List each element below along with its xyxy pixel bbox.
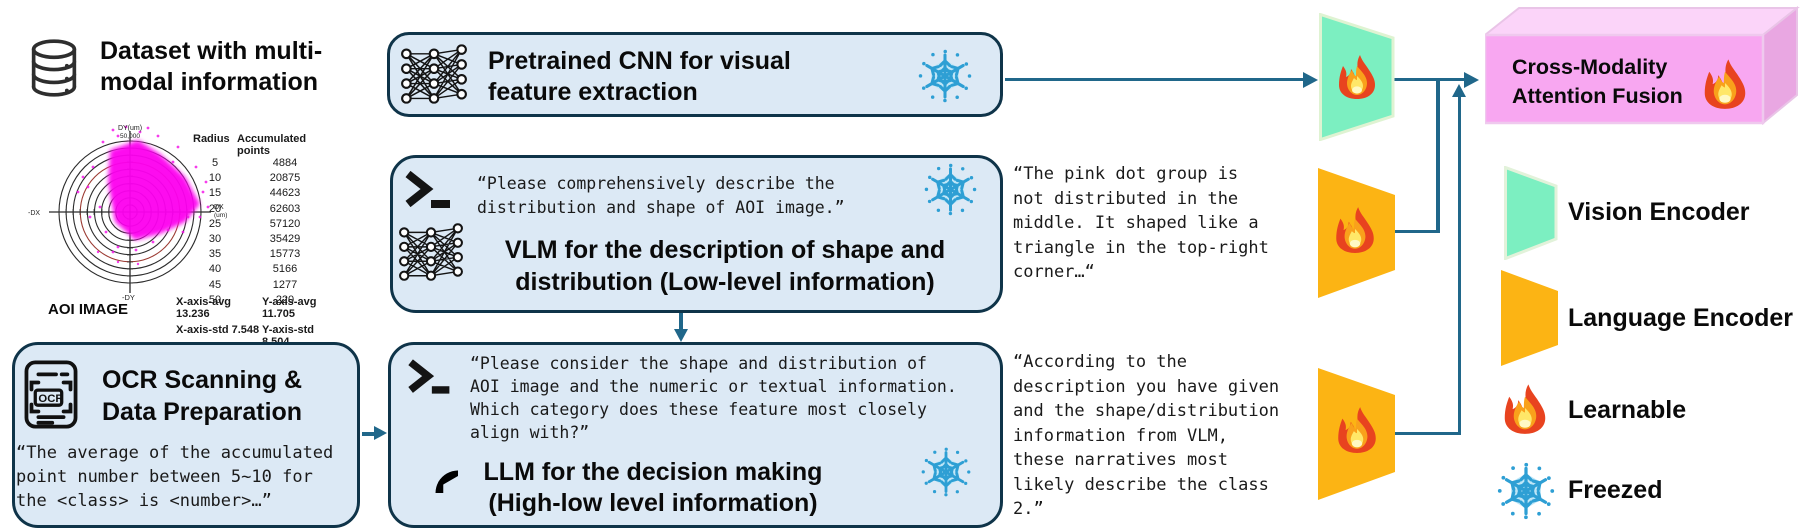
- llm-output-text: “According to the description you have g…: [1013, 352, 1280, 519]
- database-icon: [28, 38, 80, 98]
- arrow-vlm-to-llm: [679, 313, 683, 331]
- vlm-prompt-text: “Please comprehensively describe the dis…: [477, 174, 845, 217]
- dataset-title: Dataset with multi- modal information: [100, 37, 323, 96]
- ocr-box: [12, 342, 360, 528]
- legend-vision-encoder-shape: [1504, 166, 1558, 260]
- ocr-box-quote: “The average of the accumulated point nu…: [16, 443, 334, 511]
- aoi-scatter-dots: [76, 125, 210, 266]
- terminal-prompt-icon: [403, 168, 455, 212]
- aoi-axis-bottom-label: -DY: [122, 293, 135, 302]
- vlm-output-text: “The pink dot group is not distributed i…: [1013, 164, 1269, 282]
- aoi-scatter-plot: DY(um) 50,000 DX (um) -DX -DY: [28, 125, 227, 302]
- vlm-box: [390, 155, 1003, 313]
- arrowhead: [1464, 71, 1479, 88]
- arrowhead-down: [674, 329, 688, 342]
- neural-network-icon: [400, 43, 468, 105]
- legend-label-language-encoder: Language Encoder: [1568, 304, 1794, 332]
- cnn-box-title: Pretrained CNN for visual feature extrac…: [488, 47, 791, 106]
- vlm-box-title: VLM for the description of shape and dis…: [504, 236, 946, 296]
- fire-icon: [1698, 56, 1752, 110]
- legend-label-learnable: Learnable: [1568, 396, 1687, 424]
- table-row: 25 57120: [208, 217, 301, 230]
- fusion-box-3d: [1485, 6, 1800, 126]
- connector-language1-right: [1394, 229, 1440, 233]
- aoi-dot-cluster: [108, 140, 200, 240]
- fire-icon: [1330, 204, 1380, 254]
- legend-label-freezed: Freezed: [1568, 476, 1663, 504]
- cnn-box: [387, 32, 1003, 117]
- stat-y-avg: Y-axis-avg 11.705: [262, 296, 317, 320]
- table-row: 45 1277: [208, 278, 298, 291]
- connector-language2-up: [1457, 96, 1461, 433]
- ocr-box-title: OCR Scanning & Data Preparation: [102, 366, 303, 426]
- snowflake-icon: [917, 48, 973, 104]
- arrow-ocr-to-llm: [362, 432, 376, 436]
- terminal-prompt-icon: [406, 357, 454, 397]
- aoi-axis-top-value: 50,000: [120, 133, 140, 140]
- table-row: 50 220: [208, 293, 295, 306]
- snowflake-icon: [920, 446, 972, 498]
- ocr-icon: [22, 358, 80, 431]
- llm-box-title: LLM for the decision making (High-low le…: [483, 458, 823, 517]
- arrowhead-up: [1452, 84, 1466, 97]
- llm-box: [388, 342, 1003, 528]
- legend-language-encoder-shape: [1501, 270, 1558, 366]
- llm-prompt-text: “Please consider the shape and distribut…: [470, 354, 957, 442]
- neural-network-icon: [398, 222, 464, 282]
- fire-icon: [1498, 381, 1552, 435]
- arrow-cnn-to-vision-encoder: [1005, 77, 1307, 81]
- aoi-axis-right-unit: (um): [214, 212, 227, 219]
- table-row: 35 15773: [208, 248, 301, 261]
- snowflake-icon: [923, 162, 978, 217]
- fire-icon: [1332, 404, 1382, 454]
- aoi-axis-left-label: -DX: [28, 210, 40, 217]
- stat-x-std: X-axis-std 7.548: [176, 324, 260, 336]
- aoi-table-header-points: Accumulated points: [237, 133, 307, 157]
- table-row: 30 35429: [208, 232, 301, 245]
- aoi-axis-right-label: DX: [214, 204, 224, 211]
- arrowhead: [1303, 71, 1318, 88]
- table-row: 15 44623: [208, 187, 301, 200]
- table-row: 5 4884: [211, 157, 298, 169]
- table-row: 40 5166: [208, 263, 298, 276]
- snowflake-icon: [1496, 461, 1556, 521]
- aoi-image-label: AOI IMAGE: [48, 301, 129, 318]
- fusion-box-title: Cross-Modality Attention Fusion: [1512, 55, 1683, 108]
- aoi-table-header-radius: Radius: [193, 133, 230, 145]
- fire-icon: [1333, 52, 1381, 100]
- aoi-axis-top-label: DY(um): [118, 125, 142, 132]
- arrow-vision-encoder-to-fusion: [1394, 77, 1468, 81]
- table-row: 20 62603: [208, 202, 301, 215]
- legend-label-vision-encoder: Vision Encoder: [1568, 198, 1750, 226]
- aoi-table-rows: 5 4884 10 20875 15 44623 20 62603: [193, 157, 333, 309]
- aoi-table: Radius Accumulated points 5 4884 10 2087…: [193, 133, 333, 309]
- arrowhead: [374, 425, 387, 440]
- connector-language1-up: [1436, 79, 1440, 232]
- openai-icon: [400, 435, 458, 493]
- aoi-stats: X-axis-avg 13.236 Y-axis-avg 11.705 X-ax…: [176, 296, 338, 348]
- table-row: 10 20875: [208, 172, 301, 185]
- connector-language2-right: [1394, 431, 1461, 435]
- stat-x-avg: X-axis-avg 13.236: [176, 296, 232, 320]
